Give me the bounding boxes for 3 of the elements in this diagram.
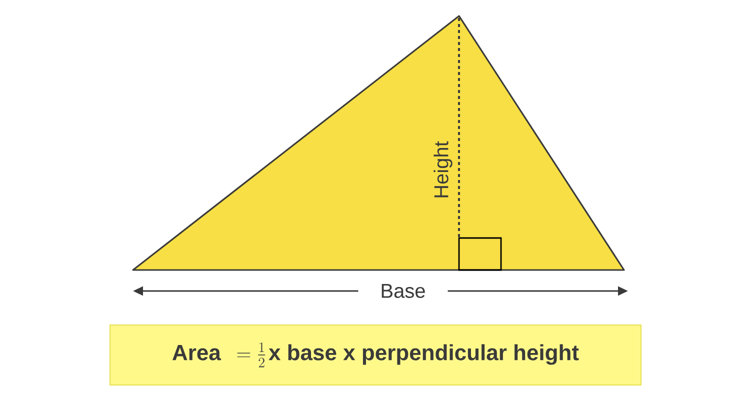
formula-box: Area $= \frac{1}{2}$ x base x perpendicular height: [110, 324, 642, 386]
dimension-label: Base: [358, 282, 448, 300]
dimension-label: Height: [434, 141, 452, 198]
